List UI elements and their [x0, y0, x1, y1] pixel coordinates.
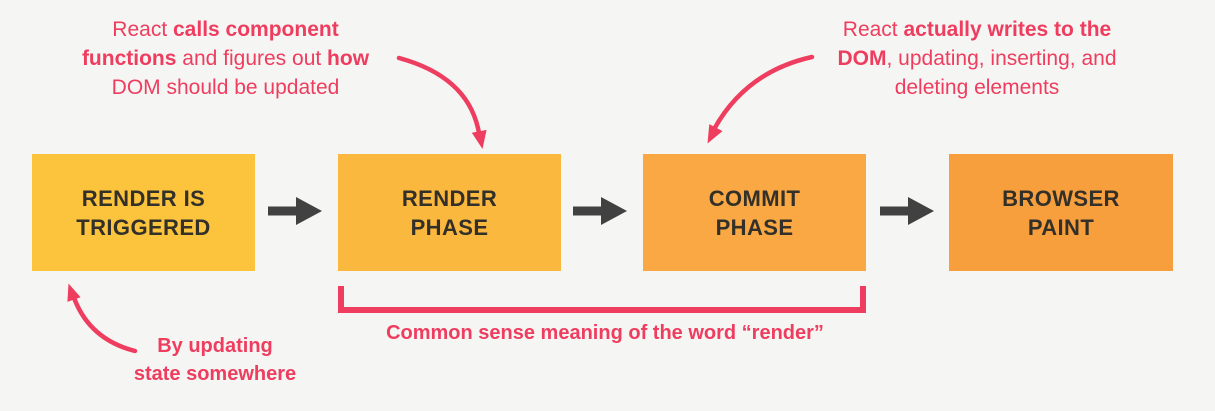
bracket-label: Common sense meaning of the word “render…	[386, 322, 824, 344]
flow-box-label: BROWSER	[1002, 185, 1120, 211]
flow-box-label: TRIGGERED	[76, 214, 211, 240]
flow-arrow-right-icon	[880, 197, 934, 225]
flow-box-label: COMMIT	[708, 185, 801, 211]
flow-arrow-right-icon	[268, 197, 322, 225]
annotation-line: DOM should be updated	[111, 76, 340, 99]
annotation-line: deleting elements	[894, 76, 1060, 99]
flow-box-label: PAINT	[1027, 214, 1095, 240]
annotation-arrow-to-commit-phase-icon	[707, 54, 815, 144]
flow-box-render-phase: RENDER PHASE	[338, 154, 561, 271]
flow-box-commit-phase: COMMIT PHASE	[643, 154, 866, 271]
flow-box-render-triggered: RENDER IS TRIGGERED	[32, 154, 255, 271]
annotation-line: functions and figures out how	[81, 47, 370, 70]
annotation-line: state somewhere	[133, 363, 297, 385]
annotation-arrow-to-render-phase-icon	[396, 55, 487, 149]
flow-box-label: RENDER	[401, 185, 498, 211]
flow-box-label: RENDER IS	[81, 185, 206, 211]
flow-arrow-right-icon	[573, 197, 627, 225]
flow-box-label: PHASE	[715, 214, 794, 240]
render-meaning-bracket	[338, 286, 866, 313]
annotation-line: DOM, updating, inserting, and	[837, 47, 1117, 70]
commit-phase-annotation: React actually writes to the DOM, updati…	[812, 15, 1142, 102]
trigger-annotation: By updating state somewhere	[105, 332, 325, 388]
annotation-line: React calls component	[112, 18, 339, 41]
flow-box-label: PHASE	[410, 214, 489, 240]
render-phase-annotation: React calls component functions and figu…	[58, 15, 393, 102]
annotation-line: React actually writes to the	[842, 18, 1112, 41]
flow-box-browser-paint: BROWSER PAINT	[949, 154, 1173, 271]
annotation-line: By updating	[157, 335, 273, 357]
